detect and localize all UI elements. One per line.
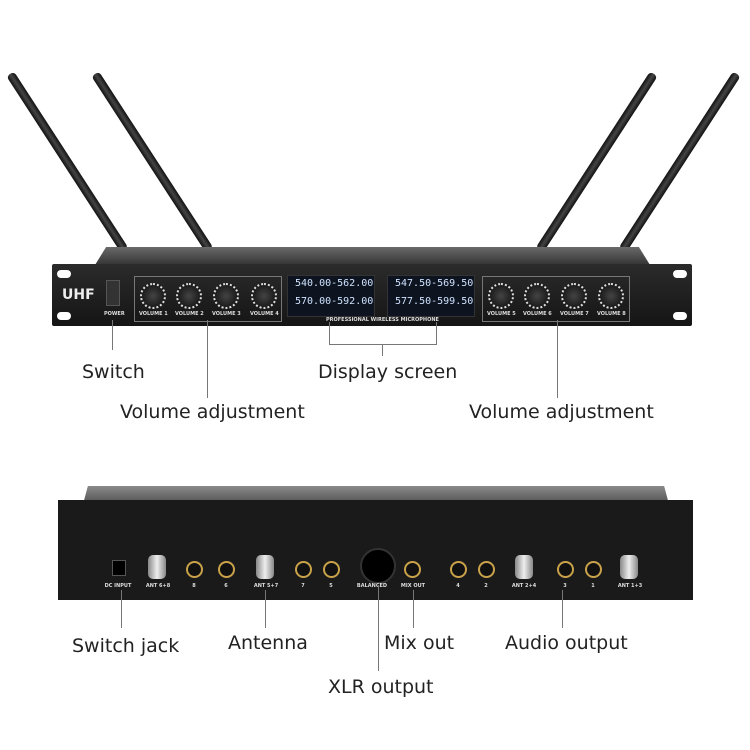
volume-group-left bbox=[134, 276, 282, 322]
port-label: ANT 2+4 bbox=[511, 583, 537, 589]
volume-knob-4[interactable] bbox=[251, 283, 277, 309]
volume-group-right bbox=[482, 276, 630, 322]
volume-knob-3[interactable] bbox=[213, 283, 239, 309]
antenna-connector[interactable] bbox=[148, 555, 166, 579]
volume-label: VOLUME 6 bbox=[523, 311, 552, 317]
port-label: 3 bbox=[563, 583, 567, 589]
volume-knob-2[interactable] bbox=[176, 283, 202, 309]
callout-antenna: Antenna bbox=[228, 632, 308, 654]
volume-knob-5[interactable] bbox=[488, 283, 514, 309]
frequency-readout: 540.00-562.00 bbox=[295, 278, 374, 289]
rack-hole bbox=[57, 312, 71, 320]
audio-jack[interactable] bbox=[585, 561, 602, 578]
audio-jack[interactable] bbox=[557, 561, 574, 578]
xlr-connector[interactable] bbox=[360, 548, 396, 584]
volume-label: VOLUME 1 bbox=[139, 311, 168, 317]
audio-jack[interactable] bbox=[186, 561, 203, 578]
callout-display: Display screen bbox=[318, 361, 458, 383]
frequency-readout: 547.50-569.50 bbox=[395, 278, 474, 289]
dc-input-jack[interactable] bbox=[112, 560, 126, 576]
port-label: ANT 6+8 bbox=[145, 583, 171, 589]
display-screen-left bbox=[287, 275, 375, 317]
volume-label: VOLUME 7 bbox=[560, 311, 589, 317]
audio-jack[interactable] bbox=[295, 561, 312, 578]
audio-jack[interactable] bbox=[218, 561, 235, 578]
volume-knob-6[interactable] bbox=[524, 283, 550, 309]
rack-hole bbox=[673, 312, 687, 320]
volume-label: VOLUME 8 bbox=[597, 311, 626, 317]
rack-hole bbox=[57, 270, 71, 278]
port-label: 5 bbox=[329, 583, 333, 589]
volume-label: VOLUME 4 bbox=[250, 311, 279, 317]
mix-out-jack[interactable] bbox=[404, 561, 421, 578]
callout-mix-out: Mix out bbox=[384, 632, 455, 654]
callout-audio-output: Audio output bbox=[505, 632, 628, 654]
display-screen-right bbox=[387, 275, 475, 317]
model-text: PROFESSIONAL WIRELESS MICROPHONE bbox=[326, 317, 439, 323]
callout-volume-right: Volume adjustment bbox=[469, 401, 654, 423]
volume-knob-8[interactable] bbox=[598, 283, 624, 309]
antenna-connector[interactable] bbox=[515, 555, 533, 579]
receiver-top bbox=[95, 247, 650, 265]
port-label: DC INPUT bbox=[104, 583, 132, 589]
port-label: 8 bbox=[192, 583, 196, 589]
port-label: ANT 1+3 bbox=[617, 583, 643, 589]
audio-jack[interactable] bbox=[450, 561, 467, 578]
callout-volume-left: Volume adjustment bbox=[120, 401, 305, 423]
callout-switch-jack: Switch jack bbox=[72, 635, 180, 657]
frequency-readout: 577.50-599.50 bbox=[395, 296, 474, 307]
power-label: POWER bbox=[104, 311, 125, 317]
port-label: 4 bbox=[456, 583, 460, 589]
volume-label: VOLUME 2 bbox=[175, 311, 204, 317]
frequency-readout: 570.00-592.00 bbox=[295, 296, 374, 307]
port-label: 7 bbox=[301, 583, 305, 589]
port-label: BALANCED bbox=[356, 583, 388, 589]
volume-label: VOLUME 3 bbox=[212, 311, 241, 317]
port-label: ANT 5+7 bbox=[253, 583, 279, 589]
callout-xlr-output: XLR output bbox=[328, 676, 434, 698]
volume-knob-1[interactable] bbox=[140, 283, 166, 309]
rack-hole bbox=[673, 270, 687, 278]
antenna-connector[interactable] bbox=[620, 555, 638, 579]
port-label: 1 bbox=[591, 583, 595, 589]
volume-label: VOLUME 5 bbox=[487, 311, 516, 317]
volume-knob-7[interactable] bbox=[561, 283, 587, 309]
brand-label: UHF bbox=[62, 287, 95, 303]
port-label: 6 bbox=[224, 583, 228, 589]
callout-switch: Switch bbox=[82, 361, 145, 383]
port-label: MIX OUT bbox=[400, 583, 426, 589]
audio-jack[interactable] bbox=[323, 561, 340, 578]
audio-jack[interactable] bbox=[478, 561, 495, 578]
power-switch[interactable] bbox=[106, 280, 120, 306]
port-label: 2 bbox=[484, 583, 488, 589]
antenna-connector[interactable] bbox=[256, 555, 274, 579]
